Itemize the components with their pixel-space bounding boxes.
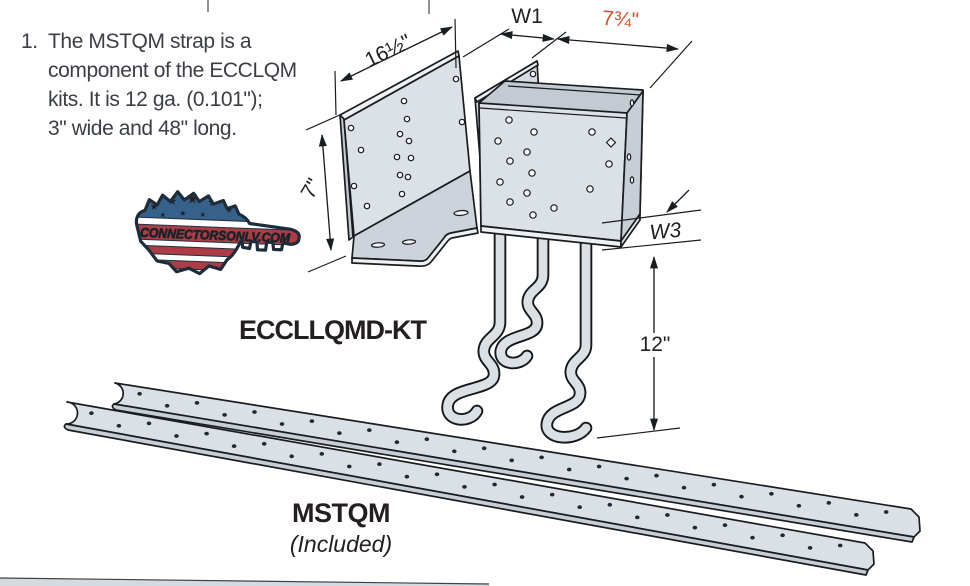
mstqm-strap-back (111, 382, 921, 543)
anchor-strap (540, 223, 593, 444)
dim-label-top-right: 7¾" (601, 7, 639, 33)
mstqm-strap-front (63, 401, 875, 576)
anchor-strap (441, 223, 507, 426)
cropped-strap-edge (0, 577, 490, 586)
dim-label-w1: W1 (511, 5, 543, 28)
svg-text:★: ★ (167, 195, 177, 207)
svg-text:★: ★ (149, 202, 158, 213)
column-cap-left (339, 50, 479, 268)
bolt-holes-side (626, 99, 635, 184)
note-line: 3" wide and 48" long. (48, 117, 237, 140)
dim-label-strap-length: 16½" (361, 30, 415, 72)
dim-label-w3: W3 (649, 219, 683, 245)
svg-text:★: ★ (159, 211, 166, 219)
bolt-holes-front (494, 116, 617, 219)
crop-artifact-lines (207, 0, 430, 14)
note-line: kits. It is 12 ga. (0.101"); (48, 88, 263, 111)
mstqm-straps (0, 382, 921, 586)
note-line: component of the ECCLQM (48, 59, 297, 82)
note-text: The MSTQM strap is a component of the EC… (48, 27, 297, 143)
dim-label-drop: 12" (640, 333, 671, 356)
svg-text:★: ★ (179, 209, 187, 218)
dimension-12in: 12" (596, 255, 681, 439)
note-number: 1. (21, 30, 38, 53)
note-line: The MSTQM strap is a (48, 30, 252, 53)
anchor-straps (441, 223, 593, 444)
dimension-7three4: 7¾" (556, 7, 693, 89)
dimension-w1: W1 (462, 5, 567, 59)
kit-part-label: ECCLLQMD-KT (239, 315, 427, 345)
dimension-7in: 7" (297, 113, 347, 273)
strap-included-label: (Included) (289, 531, 393, 557)
bolt-holes-left-plate (347, 75, 466, 210)
diamond-hole (605, 137, 617, 148)
note-block: 1. The MSTQM strap is a component of the… (21, 27, 331, 143)
anchor-strap (494, 223, 550, 370)
svg-text:★: ★ (200, 211, 207, 219)
strap-nail-holes (137, 391, 889, 517)
strap-nail-holes (89, 411, 843, 550)
dimension-w3: W3 (601, 189, 702, 251)
dim-label-side-height: 7" (297, 175, 326, 203)
strap-part-label: MSTQM (292, 498, 391, 528)
svg-text:★: ★ (225, 205, 233, 215)
seat-slots (370, 209, 469, 248)
connectorsonlv-logo: ★ ★ ★ ★ ★ ★ ★ ★ CONNECTORSONLV.COM (134, 190, 301, 276)
column-cap-right (474, 60, 644, 248)
